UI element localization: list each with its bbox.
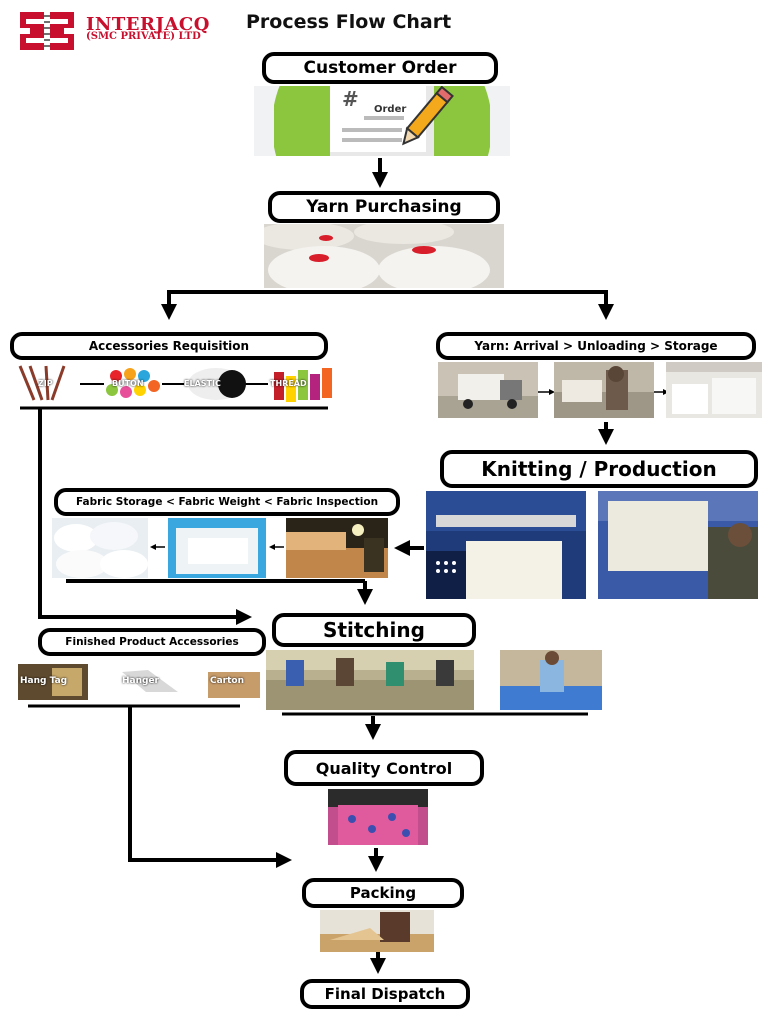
order-illustration: # Order: [254, 86, 510, 156]
step-final-dispatch: Final Dispatch: [300, 979, 470, 1009]
stitching-worker-photo: [500, 650, 602, 710]
fabric-weight-photo: [168, 518, 266, 578]
yarn-arrival-photo-2: [554, 362, 654, 418]
yarn-arrival-photo-1: [438, 362, 538, 418]
packing-photo: [320, 910, 434, 952]
step-customer-order: Customer Order: [262, 52, 498, 84]
step-packing: Packing: [302, 878, 464, 908]
accessory-zip-label: ZIP: [38, 379, 53, 388]
step-yarn-purchasing: Yarn Purchasing: [268, 191, 500, 223]
accessory-elastic-label: ELASTIC: [184, 379, 221, 388]
step-finished-product-accessories: Finished Product Accessories: [38, 628, 266, 656]
knitting-machine-photo-1: [426, 491, 586, 599]
accessory-button-label: BUTON: [112, 379, 144, 388]
svg-text:#: #: [342, 87, 359, 111]
company-name: INTERJACQ: [86, 14, 210, 35]
fabric-storage-photo: [52, 518, 148, 578]
step-fabric-flow: Fabric Storage < Fabric Weight < Fabric …: [54, 488, 400, 516]
order-icon-label: Order: [374, 104, 407, 115]
step-knitting-production: Knitting / Production: [440, 450, 758, 488]
yarn-cones-photo: [264, 224, 504, 288]
carton-label: Carton: [210, 676, 245, 686]
company-logo: [18, 10, 76, 52]
step-stitching: Stitching: [272, 613, 476, 647]
hanger-label: Hanger: [122, 676, 159, 686]
order-icon: #: [254, 86, 510, 156]
page-title: Process Flow Chart: [246, 11, 452, 33]
yarn-arrival-photo-3: [666, 362, 762, 418]
step-yarn-arrival: Yarn: Arrival > Unloading > Storage: [436, 332, 756, 360]
stitching-floor-photo: [266, 650, 474, 710]
hang-tag-label: Hang Tag: [20, 676, 68, 686]
finished-accessories-strip: Hang Tag Hanger Carton: [18, 662, 262, 702]
fabric-inspection-photo: [286, 518, 388, 578]
step-accessories-requisition: Accessories Requisition: [10, 332, 328, 360]
quality-control-photo: [328, 789, 428, 845]
accessory-thread-label: THREAD: [270, 379, 307, 388]
step-quality-control: Quality Control: [284, 750, 484, 786]
accessories-strip: ZIP BUTON ELASTIC THREAD: [16, 362, 334, 406]
knitting-machine-photo-2: [598, 491, 758, 599]
company-subtitle: (SMC PRIVATE) LTD: [86, 31, 201, 42]
